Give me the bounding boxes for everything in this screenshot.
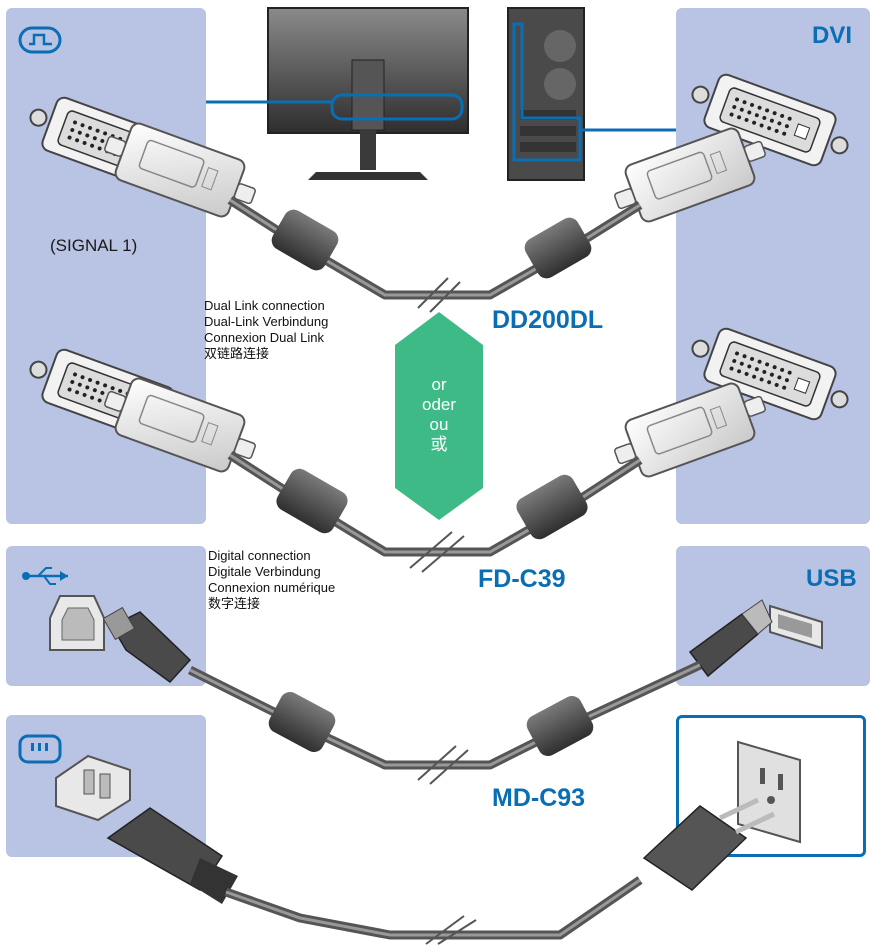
- desc-line: Connexion Dual Link: [204, 330, 324, 345]
- or-hexagon: [395, 312, 483, 520]
- power-cable: [224, 876, 643, 945]
- desc-line: Dual Link connection: [204, 298, 325, 313]
- usb-b-plug: [102, 606, 192, 684]
- usb-icon: [22, 567, 68, 585]
- signal-input-icon: [18, 26, 62, 54]
- desc-line: Digital connection: [208, 548, 311, 563]
- power-inlet-icon: [18, 734, 62, 764]
- dd200dl-model: DD200DL: [492, 306, 604, 334]
- fd-c39-cable: [227, 451, 643, 573]
- desc-line: 数字连接: [208, 596, 261, 611]
- or-line: oder: [421, 395, 457, 414]
- usb-cable: [187, 660, 702, 785]
- or-text: or oder ou 或: [395, 375, 483, 455]
- fd-c39-description: Digital connection Digitale Verbindung C…: [208, 548, 335, 612]
- iec-plug: [106, 807, 238, 904]
- or-line: or: [431, 375, 447, 394]
- fd-c39-model: FD-C39: [478, 565, 566, 593]
- dvi-title: DVI: [812, 22, 853, 49]
- md-c93-model: MD-C93: [492, 784, 586, 812]
- or-line: ou: [429, 415, 449, 434]
- wall-outlet-icon: [737, 740, 801, 844]
- usb-a-plug: [688, 599, 773, 678]
- pc-tower-icon: [507, 7, 585, 181]
- desc-line: 双链路连接: [204, 346, 270, 361]
- usb-b-socket: [49, 595, 105, 651]
- nema-plug: [642, 797, 776, 891]
- desc-line: Digitale Verbindung: [208, 564, 321, 579]
- power-inlet: [55, 754, 131, 822]
- dd200dl-cable: [227, 196, 643, 313]
- desc-line: Connexion numérique: [208, 580, 336, 595]
- usb-a-socket: [769, 604, 823, 650]
- monitor-icon: [267, 7, 469, 180]
- or-line: 或: [430, 435, 448, 454]
- usb-title: USB: [806, 565, 857, 592]
- dd200dl-description: Dual Link connection Dual-Link Verbindun…: [204, 298, 328, 362]
- desc-line: Dual-Link Verbindung: [204, 314, 329, 329]
- signal-port-label: (SIGNAL 1): [50, 236, 138, 255]
